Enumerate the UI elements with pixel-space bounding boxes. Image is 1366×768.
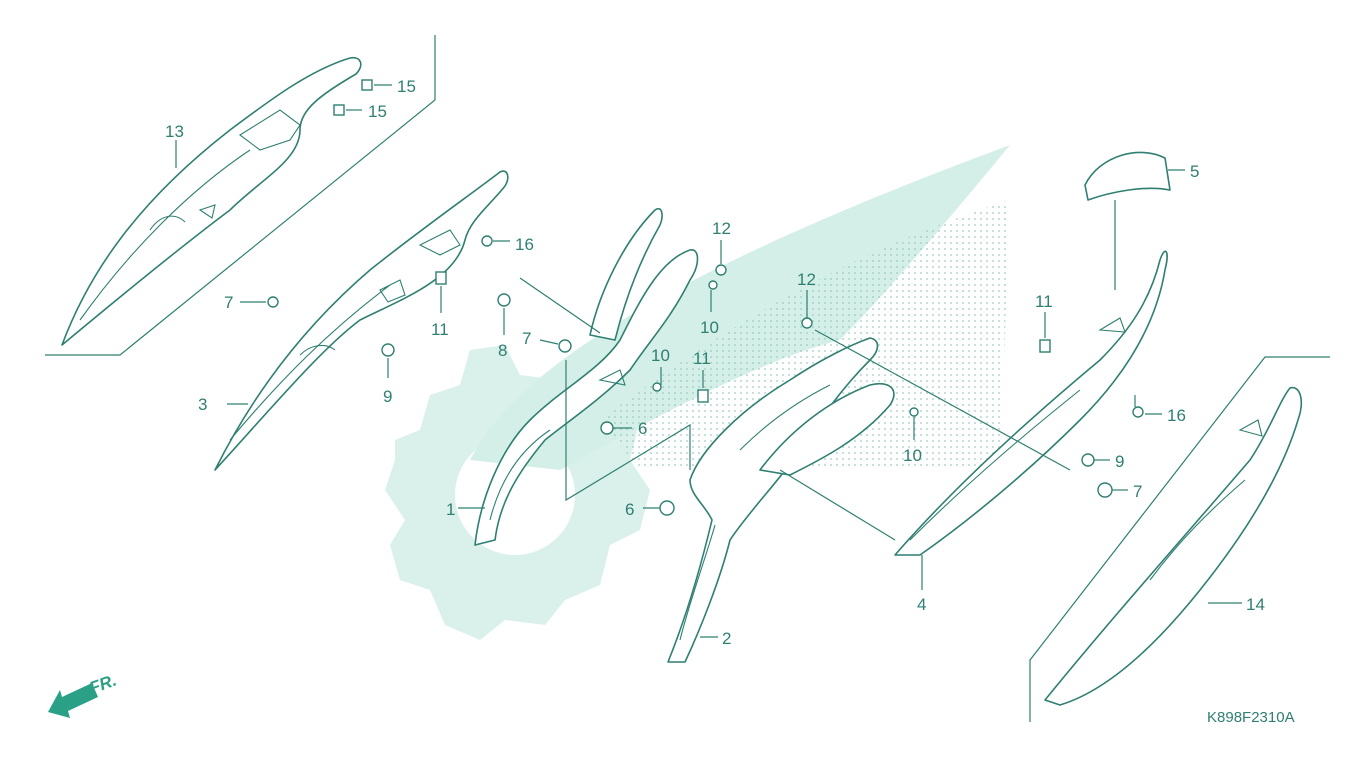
bolt-7-right bbox=[1097, 482, 1113, 498]
callout-16-right: 16 bbox=[1167, 406, 1186, 425]
callout-15-lower: 15 bbox=[368, 102, 387, 121]
callout-7-left: 7 bbox=[224, 293, 233, 312]
clip-15-lower bbox=[333, 104, 345, 116]
clip-10-upper bbox=[708, 280, 718, 290]
part-14-lower-cover bbox=[1044, 386, 1302, 706]
screw-16-left bbox=[481, 235, 493, 247]
boundary-lines bbox=[45, 35, 1330, 722]
callout-6-lower: 6 bbox=[625, 500, 634, 519]
callout-4: 4 bbox=[917, 595, 926, 614]
callout-7-right: 7 bbox=[1133, 482, 1142, 501]
nut-6-lower bbox=[659, 500, 675, 516]
callout-11-left: 11 bbox=[431, 320, 449, 339]
screw-9-right bbox=[1081, 453, 1095, 467]
bolt-12-right bbox=[801, 317, 813, 329]
part-3-left-side-cover bbox=[214, 170, 509, 471]
callout-10-right: 10 bbox=[903, 446, 922, 465]
callout-3: 3 bbox=[198, 395, 207, 414]
callout-8: 8 bbox=[498, 341, 507, 360]
bolt-12-left bbox=[715, 264, 727, 276]
part-1-inner-panel bbox=[474, 207, 699, 546]
clip-10-center bbox=[652, 382, 662, 392]
part-5-rear-cap bbox=[1084, 151, 1171, 201]
callout-5: 5 bbox=[1190, 162, 1199, 181]
callout-11-right: 11 bbox=[1035, 292, 1053, 311]
callout-10-upper: 10 bbox=[700, 318, 719, 337]
diagram-code: K898F2310A bbox=[1207, 709, 1295, 726]
callout-15-upper: 15 bbox=[397, 77, 416, 96]
clip-11-right bbox=[1039, 339, 1051, 353]
callout-13: 13 bbox=[165, 122, 184, 141]
callout-12-right: 12 bbox=[797, 270, 816, 289]
callout-16-left: 16 bbox=[515, 235, 534, 254]
callouts: 15 15 13 16 7 11 9 3 8 7 6 6 1 2 12 10 1… bbox=[165, 77, 1265, 648]
callout-7-center: 7 bbox=[522, 329, 531, 348]
nut-6-upper bbox=[600, 421, 614, 435]
callout-2: 2 bbox=[722, 629, 731, 648]
bolt-7-center bbox=[558, 339, 572, 353]
callout-14: 14 bbox=[1246, 595, 1265, 614]
callout-9-left: 9 bbox=[383, 387, 392, 406]
bolt-7-left bbox=[267, 296, 279, 308]
callout-11-center: 11 bbox=[693, 349, 711, 368]
rivet-8 bbox=[497, 293, 511, 307]
clip-11-left bbox=[435, 271, 447, 285]
screw-16-right bbox=[1132, 406, 1144, 418]
callout-1: 1 bbox=[446, 500, 455, 519]
part-13-upper-cover bbox=[61, 56, 362, 346]
clip-10-right bbox=[909, 407, 919, 417]
part-2-center-cover bbox=[667, 337, 879, 663]
callout-9-right: 9 bbox=[1115, 452, 1124, 471]
part-4-right-panel bbox=[759, 250, 1168, 556]
clip-11-center bbox=[697, 389, 709, 403]
leader-lines bbox=[175, 84, 1242, 638]
callout-6-upper: 6 bbox=[638, 419, 647, 438]
callout-10-center: 10 bbox=[651, 346, 670, 365]
front-direction-indicator: FR. bbox=[48, 671, 119, 718]
direction-label: FR. bbox=[87, 671, 119, 698]
screw-9-left bbox=[381, 343, 395, 357]
arrow-left-icon bbox=[48, 683, 98, 718]
fasteners bbox=[267, 79, 1144, 516]
clip-15-upper bbox=[361, 79, 373, 91]
callout-12-left: 12 bbox=[712, 219, 731, 238]
